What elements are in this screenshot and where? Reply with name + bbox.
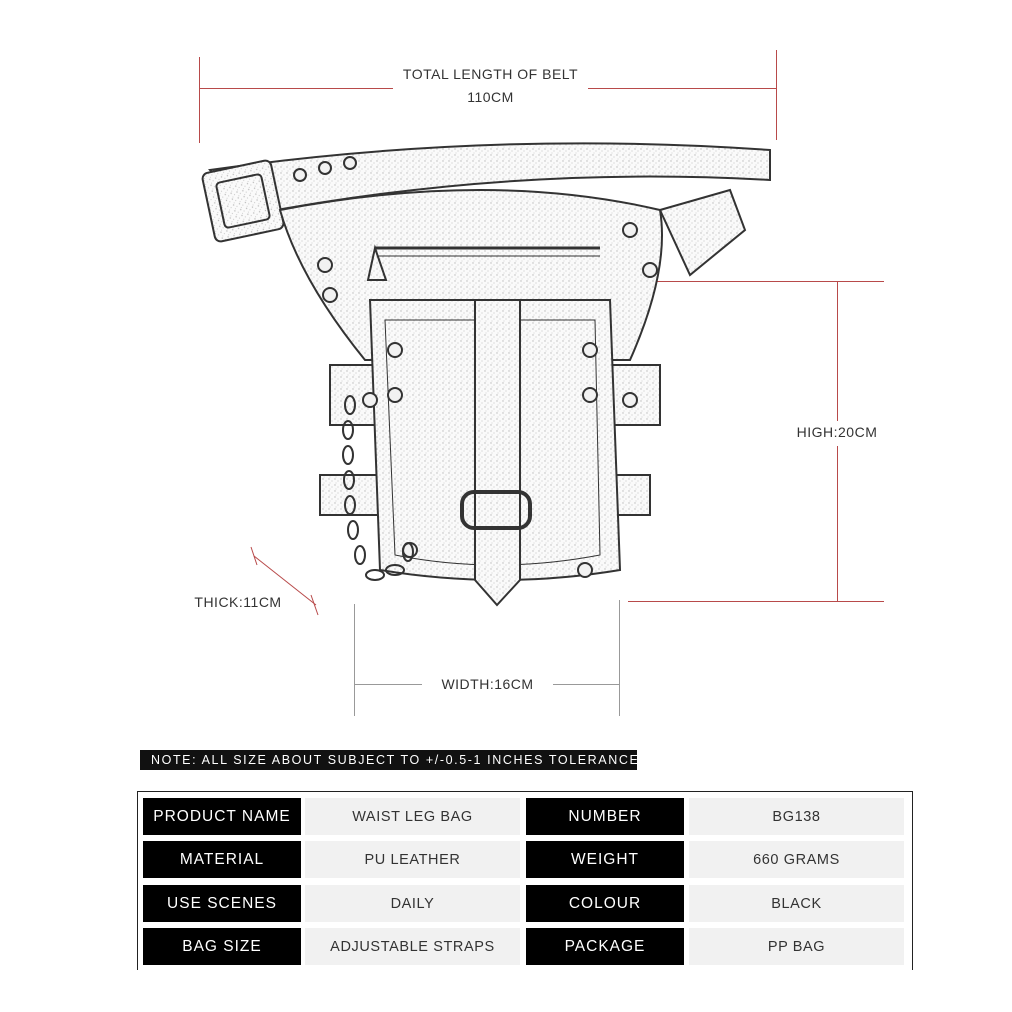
spec-key-package: PACKAGE [526, 928, 684, 965]
belt-buckle-left [201, 159, 285, 243]
spec-key-number: NUMBER [526, 798, 684, 835]
flap-buckle [460, 490, 532, 530]
width-left-tick [354, 604, 355, 716]
spec-key-product-name: PRODUCT NAME [143, 798, 301, 835]
belt-dimension-line-right [588, 88, 776, 89]
high-top-tick [636, 281, 884, 282]
spec-table [137, 791, 913, 970]
spec-value-use-scenes: DAILY [305, 885, 520, 922]
spec-value-material: PU LEATHER [305, 841, 520, 878]
thick-dimension-line [250, 546, 319, 616]
spec-key-material: MATERIAL [143, 841, 301, 878]
high-dimension-line-bottom [837, 446, 838, 601]
spec-value-bag-size: ADJUSTABLE STRAPS [305, 928, 520, 965]
belt-length-label: TOTAL LENGTH OF BELT [402, 66, 579, 82]
spec-key-colour: COLOUR [526, 885, 684, 922]
spec-value-product-name: WAIST LEG BAG [305, 798, 520, 835]
high-bottom-tick [628, 601, 884, 602]
spec-value-number: BG138 [689, 798, 904, 835]
pocket-flap-strap [474, 299, 521, 607]
spec-value-weight: 660 GRAMS [689, 841, 904, 878]
spec-key-use-scenes: USE SCENES [143, 885, 301, 922]
belt-connector-right [658, 188, 747, 277]
spec-key-bag-size: BAG SIZE [143, 928, 301, 965]
zipper-pull [366, 244, 388, 281]
spec-key-weight: WEIGHT [526, 841, 684, 878]
width-dimension-line-right [553, 684, 619, 685]
width-dimension-line-left [354, 684, 422, 685]
belt-left-tick [199, 57, 200, 143]
decorative-chain [342, 395, 414, 581]
belt-right-tick [776, 50, 777, 140]
spec-value-colour: BLACK [689, 885, 904, 922]
spec-value-package: PP BAG [689, 928, 904, 965]
belt-length-value: 110CM [467, 89, 514, 105]
high-dimension-line-top [837, 281, 838, 421]
belt-dimension-line-left [199, 88, 393, 89]
high-label: HIGH:20CM [796, 424, 878, 440]
thick-label: THICK:11CM [194, 594, 282, 610]
leg-bag-illustration [201, 142, 771, 607]
width-right-tick [619, 600, 620, 716]
width-label: WIDTH:16CM [441, 676, 534, 692]
size-tolerance-note: NOTE: ALL SIZE ABOUT SUBJECT TO +/-0.5-1… [140, 750, 638, 770]
